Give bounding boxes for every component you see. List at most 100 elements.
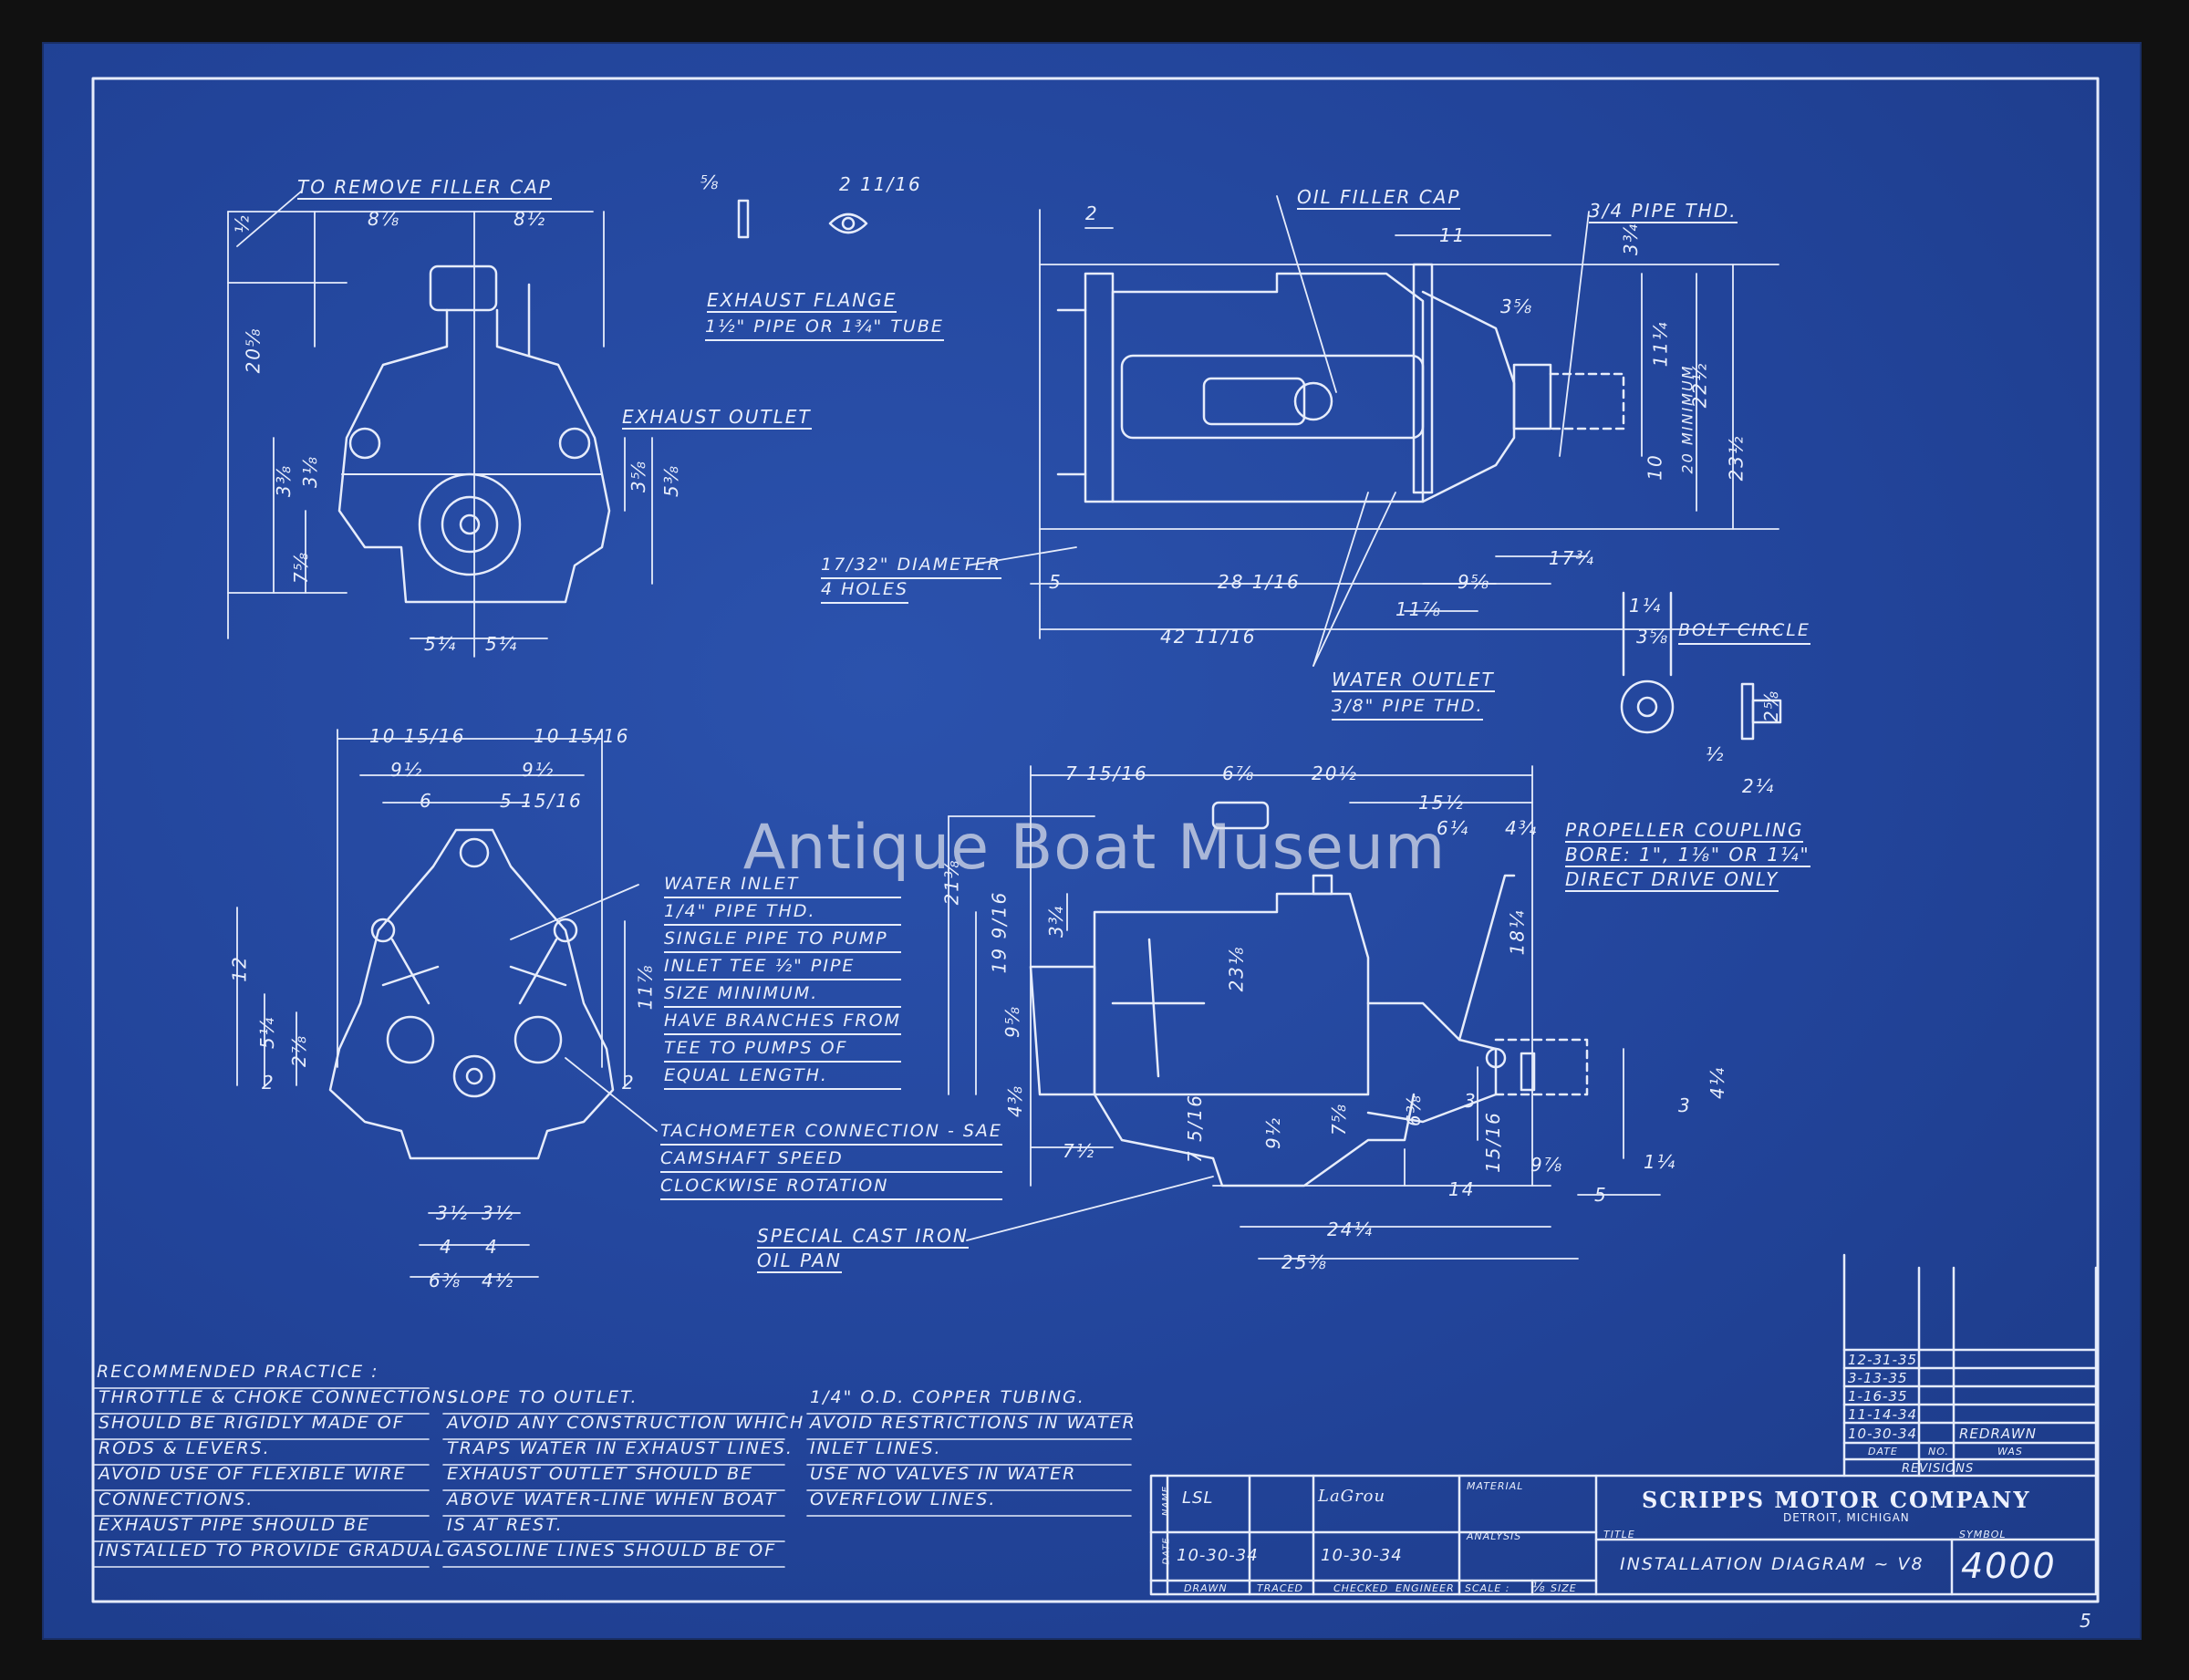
dimension: 5¼ <box>256 1015 279 1050</box>
dimension: 5¼ <box>485 633 519 655</box>
note-line: HAVE BRANCHES FROM <box>664 1008 901 1035</box>
dimension: 4⅜ <box>1004 1084 1027 1118</box>
dimension: 4¾ <box>1505 817 1539 839</box>
exhaust-outlet-label: EXHAUST OUTLET <box>622 406 812 430</box>
practice-line: OVERFLOW LINES. <box>810 1489 997 1509</box>
recommended-practice-heading: RECOMMENDED PRACTICE : <box>97 1362 379 1382</box>
practice-line: INSTALLED TO PROVIDE GRADUAL <box>99 1540 447 1561</box>
dimension: 23½ <box>1725 434 1748 482</box>
revisions-title: REVISIONS <box>1902 1462 1975 1476</box>
revision-date: 1-16-35 <box>1848 1388 1908 1405</box>
practice-line: RODS & LEVERS. <box>99 1438 271 1458</box>
practice-line: ABOVE WATER-LINE WHEN BOAT <box>447 1489 778 1509</box>
note-line: SIZE MINIMUM. <box>664 980 901 1008</box>
checked-date: 10-30-34 <box>1321 1546 1403 1565</box>
dimension: 17¾ <box>1549 547 1595 569</box>
dimension: 9⅝ <box>1458 571 1491 593</box>
dimension: 7⅝ <box>290 550 313 585</box>
special-cast-iron-label: SPECIAL CAST IRON <box>757 1225 969 1249</box>
plan-view-drawing <box>1056 263 1625 503</box>
dimension: 20⅝ <box>242 327 265 374</box>
dimension: 42 11/16 <box>1160 626 1257 648</box>
practice-line: EXHAUST PIPE SHOULD BE <box>99 1515 370 1535</box>
practice-column-3: 1/4" O.D. COPPER TUBING. AVOID RESTRICTI… <box>810 1384 1136 1512</box>
practice-line: AVOID RESTRICTIONS IN WATER <box>810 1413 1136 1433</box>
note-line: INLET TEE ½" PIPE <box>664 953 901 980</box>
water-inlet-note: WATER INLET 1/4" PIPE THD. SINGLE PIPE T… <box>664 871 901 1090</box>
dimension: 25⅜ <box>1281 1251 1328 1273</box>
revision-date: 12-31-35 <box>1848 1352 1918 1368</box>
dimension: 2 11/16 <box>839 173 922 195</box>
dimension: 9⅞ <box>1530 1154 1564 1176</box>
dimension: 6⅜ <box>1403 1093 1426 1127</box>
dimension: 3½ <box>436 1202 470 1224</box>
practice-line: AVOID USE OF FLEXIBLE WIRE <box>99 1464 407 1484</box>
dimension: 14 <box>1448 1178 1476 1200</box>
dimension: 28 1/16 <box>1218 571 1301 593</box>
exhaust-flange-drawing <box>737 199 868 239</box>
dimension: 2¼ <box>1742 775 1776 797</box>
dimension: 5¼ <box>424 633 458 655</box>
dimension: 3⅜ <box>273 463 296 498</box>
practice-column-2: SLOPE TO OUTLET. AVOID ANY CONSTRUCTION … <box>447 1384 804 1563</box>
exhaust-flange-spec: 1½" PIPE OR 1¾" TUBE <box>705 314 944 341</box>
checked-by-signature: LaGrou <box>1318 1487 1386 1506</box>
note-line: TEE TO PUMPS OF <box>664 1035 901 1063</box>
dimension: 12 <box>228 955 251 982</box>
dimension: 7 15/16 <box>1065 762 1148 784</box>
dimension: ⅝ <box>700 171 721 193</box>
dimension: 6 <box>420 790 433 812</box>
coupling-drawing <box>1620 591 1782 741</box>
diameter-label: 17/32" DIAMETER <box>821 552 1001 579</box>
practice-line: CONNECTIONS. <box>99 1489 254 1509</box>
dimension: 6¼ <box>1437 817 1470 839</box>
dimension: 4 <box>440 1236 453 1258</box>
drawn-by: LSL <box>1182 1488 1214 1508</box>
side-view-drawing <box>1029 801 1589 1187</box>
drawn-label: DRAWN <box>1184 1582 1228 1594</box>
scale-value: ⅛ <box>1532 1581 1546 1595</box>
bolt-circle-label: BOLT CIRCLE <box>1678 617 1810 645</box>
practice-line: USE NO VALVES IN WATER <box>810 1464 1077 1484</box>
drawn-date: 10-30-34 <box>1177 1546 1259 1565</box>
dimension: 3⅝ <box>628 459 650 493</box>
dimension: 4 <box>485 1236 499 1258</box>
practice-column-1: THROTTLE & CHOKE CONNECTIONS SHOULD BE R… <box>99 1384 460 1563</box>
note-line: SINGLE PIPE TO PUMP <box>664 926 901 953</box>
dimension: 20 MINIMUM <box>1678 364 1696 474</box>
date-label: DATE <box>1161 1537 1172 1565</box>
watermark: Antique Boat Museum <box>742 812 1447 884</box>
dimension: 11⅞ <box>1395 598 1442 620</box>
note-line: 1/4" PIPE THD. <box>664 898 901 926</box>
dimension: 23⅛ <box>1225 945 1248 992</box>
dimension: 3½ <box>482 1202 515 1224</box>
dimension: 5⅜ <box>660 463 683 498</box>
practice-line: EXHAUST OUTLET SHOULD BE <box>447 1464 754 1484</box>
dimension: 2 <box>262 1072 275 1094</box>
dimension: 10 15/16 <box>369 725 466 747</box>
direct-drive-label: DIRECT DRIVE ONLY <box>1565 868 1779 892</box>
practice-line: 1/4" O.D. COPPER TUBING. <box>810 1387 1085 1407</box>
checked-label: CHECKED <box>1333 1582 1389 1594</box>
sheet-corner-mark: 5 <box>2080 1610 2093 1632</box>
pipe-thread-label: 3/4 PIPE THD. <box>1589 200 1738 223</box>
name-label: NAME <box>1161 1485 1172 1517</box>
dimension: 2 <box>1085 202 1099 224</box>
dimension: 11 <box>1439 224 1467 246</box>
dimension: 2 <box>622 1072 636 1094</box>
dimension: 3⅝ <box>1636 626 1670 648</box>
water-outlet-spec: 3/8" PIPE THD. <box>1332 693 1484 721</box>
dimension: 8½ <box>514 208 547 230</box>
dimension: 5 <box>1594 1184 1608 1206</box>
dimension: 3⅝ <box>1500 296 1534 317</box>
dimension: 6⅞ <box>1222 762 1256 784</box>
dimension: 15/16 <box>1481 1111 1504 1173</box>
dimension: 19 9/16 <box>988 890 1011 974</box>
practice-line: SLOPE TO OUTLET. <box>447 1387 638 1407</box>
propeller-bore-label: BORE: 1", 1⅛" OR 1¼" <box>1565 844 1810 867</box>
dimension: 3 <box>1678 1094 1692 1116</box>
dimension: 3¾ <box>1045 904 1068 939</box>
dimension: 9½ <box>1262 1115 1285 1150</box>
dimension: 4¼ <box>1707 1065 1729 1100</box>
